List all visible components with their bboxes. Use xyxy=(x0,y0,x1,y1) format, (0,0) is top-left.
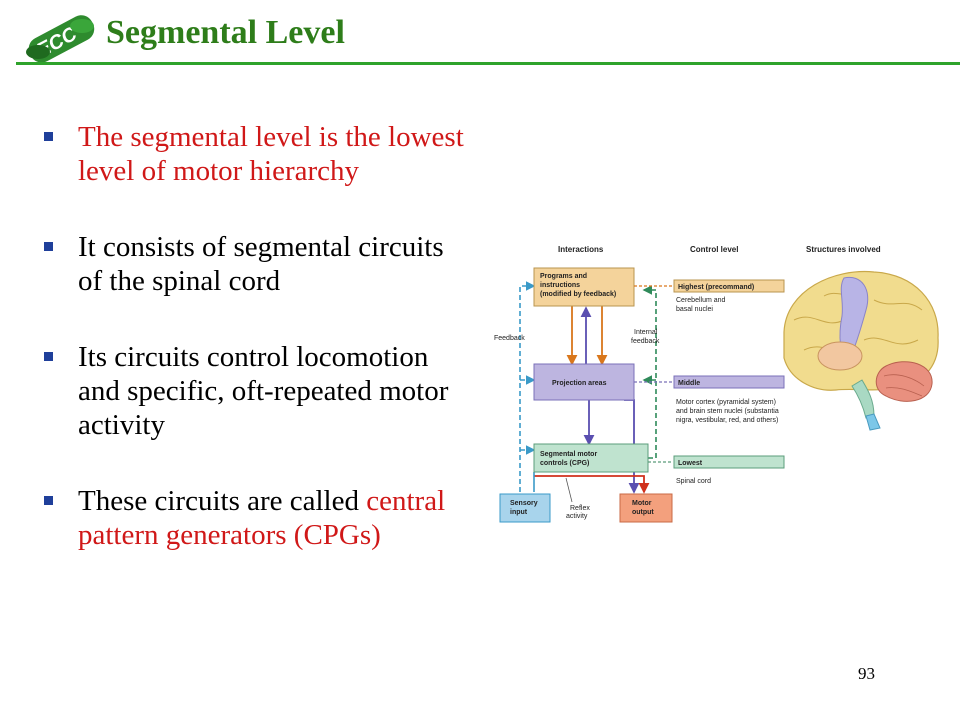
highest-level-label: Highest (precommand) xyxy=(678,284,754,291)
feedback-label: Feedback xyxy=(494,335,525,342)
bullet-marker-icon xyxy=(44,496,53,505)
middle-level-bar xyxy=(673,375,785,389)
bullet-item: These circuits are called central patter… xyxy=(44,484,464,552)
highest-level-bar xyxy=(673,279,785,293)
programs-box-label: Programs and instructions (modified by f… xyxy=(540,273,616,298)
bullet-text: These circuits are called xyxy=(78,485,367,517)
reflex-arrow xyxy=(534,475,650,494)
lowest-level-bar xyxy=(673,455,785,469)
bullet-marker-icon xyxy=(44,352,53,361)
motor-output-label: Motor output xyxy=(632,500,654,516)
page-number: 93 xyxy=(858,664,875,683)
internal-feedback-line xyxy=(642,285,657,459)
programs-box xyxy=(533,267,635,307)
middle-level-desc: Motor cortex (pyramidal system) and brai… xyxy=(676,399,781,424)
ecc-logo-icon: ECC xyxy=(26,15,95,63)
middle-level-label: Middle xyxy=(678,380,700,387)
brain-illustration xyxy=(783,270,939,431)
reflex-pointer xyxy=(565,477,573,503)
bullet-text: It consists of segmental circuits of the… xyxy=(78,231,444,297)
bullet-item: Its circuits control locomotion and spec… xyxy=(44,340,464,442)
segmental-box xyxy=(533,443,649,473)
motor-hierarchy-figure: Interactions Control level Structures in… xyxy=(494,245,939,523)
title-divider xyxy=(16,62,960,65)
header-control-level: Control level xyxy=(690,245,738,254)
bullet-list: The segmental level is the lowest level … xyxy=(44,120,464,552)
level-connectors xyxy=(634,285,672,463)
bullet-item: The segmental level is the lowest level … xyxy=(44,120,464,188)
projection-box-label: Projection areas xyxy=(552,380,607,387)
bullet-marker-icon xyxy=(44,132,53,141)
bullet-item: It consists of segmental circuits of the… xyxy=(44,230,464,298)
internal-feedback-label: Internal feedback xyxy=(631,329,660,345)
lowest-level-label: Lowest xyxy=(678,460,703,467)
motor-output-box xyxy=(619,493,673,523)
bullet-text: The segmental level is the lowest level … xyxy=(78,121,464,187)
highest-level-desc: Cerebellum and basal nuclei xyxy=(676,297,727,313)
reflex-label: Reflex activity xyxy=(566,505,592,520)
sensory-input-label: Sensory input xyxy=(510,500,540,516)
slide-title: Segmental Level xyxy=(106,14,345,51)
lowest-level-desc: Spinal cord xyxy=(676,478,711,485)
sensory-input-box xyxy=(499,493,551,523)
bullet-marker-icon xyxy=(44,242,53,251)
feedback-line xyxy=(519,281,536,492)
header-structures: Structures involved xyxy=(806,245,881,254)
bullet-text: Its circuits control locomotion and spec… xyxy=(78,341,449,441)
header-interactions: Interactions xyxy=(558,245,604,254)
segmental-box-label: Segmental motor controls (CPG) xyxy=(540,451,599,467)
orange-command-arrows xyxy=(566,306,608,366)
projection-box xyxy=(533,363,635,401)
bullet-text-highlight: central pattern generators (CPGs) xyxy=(78,485,446,551)
